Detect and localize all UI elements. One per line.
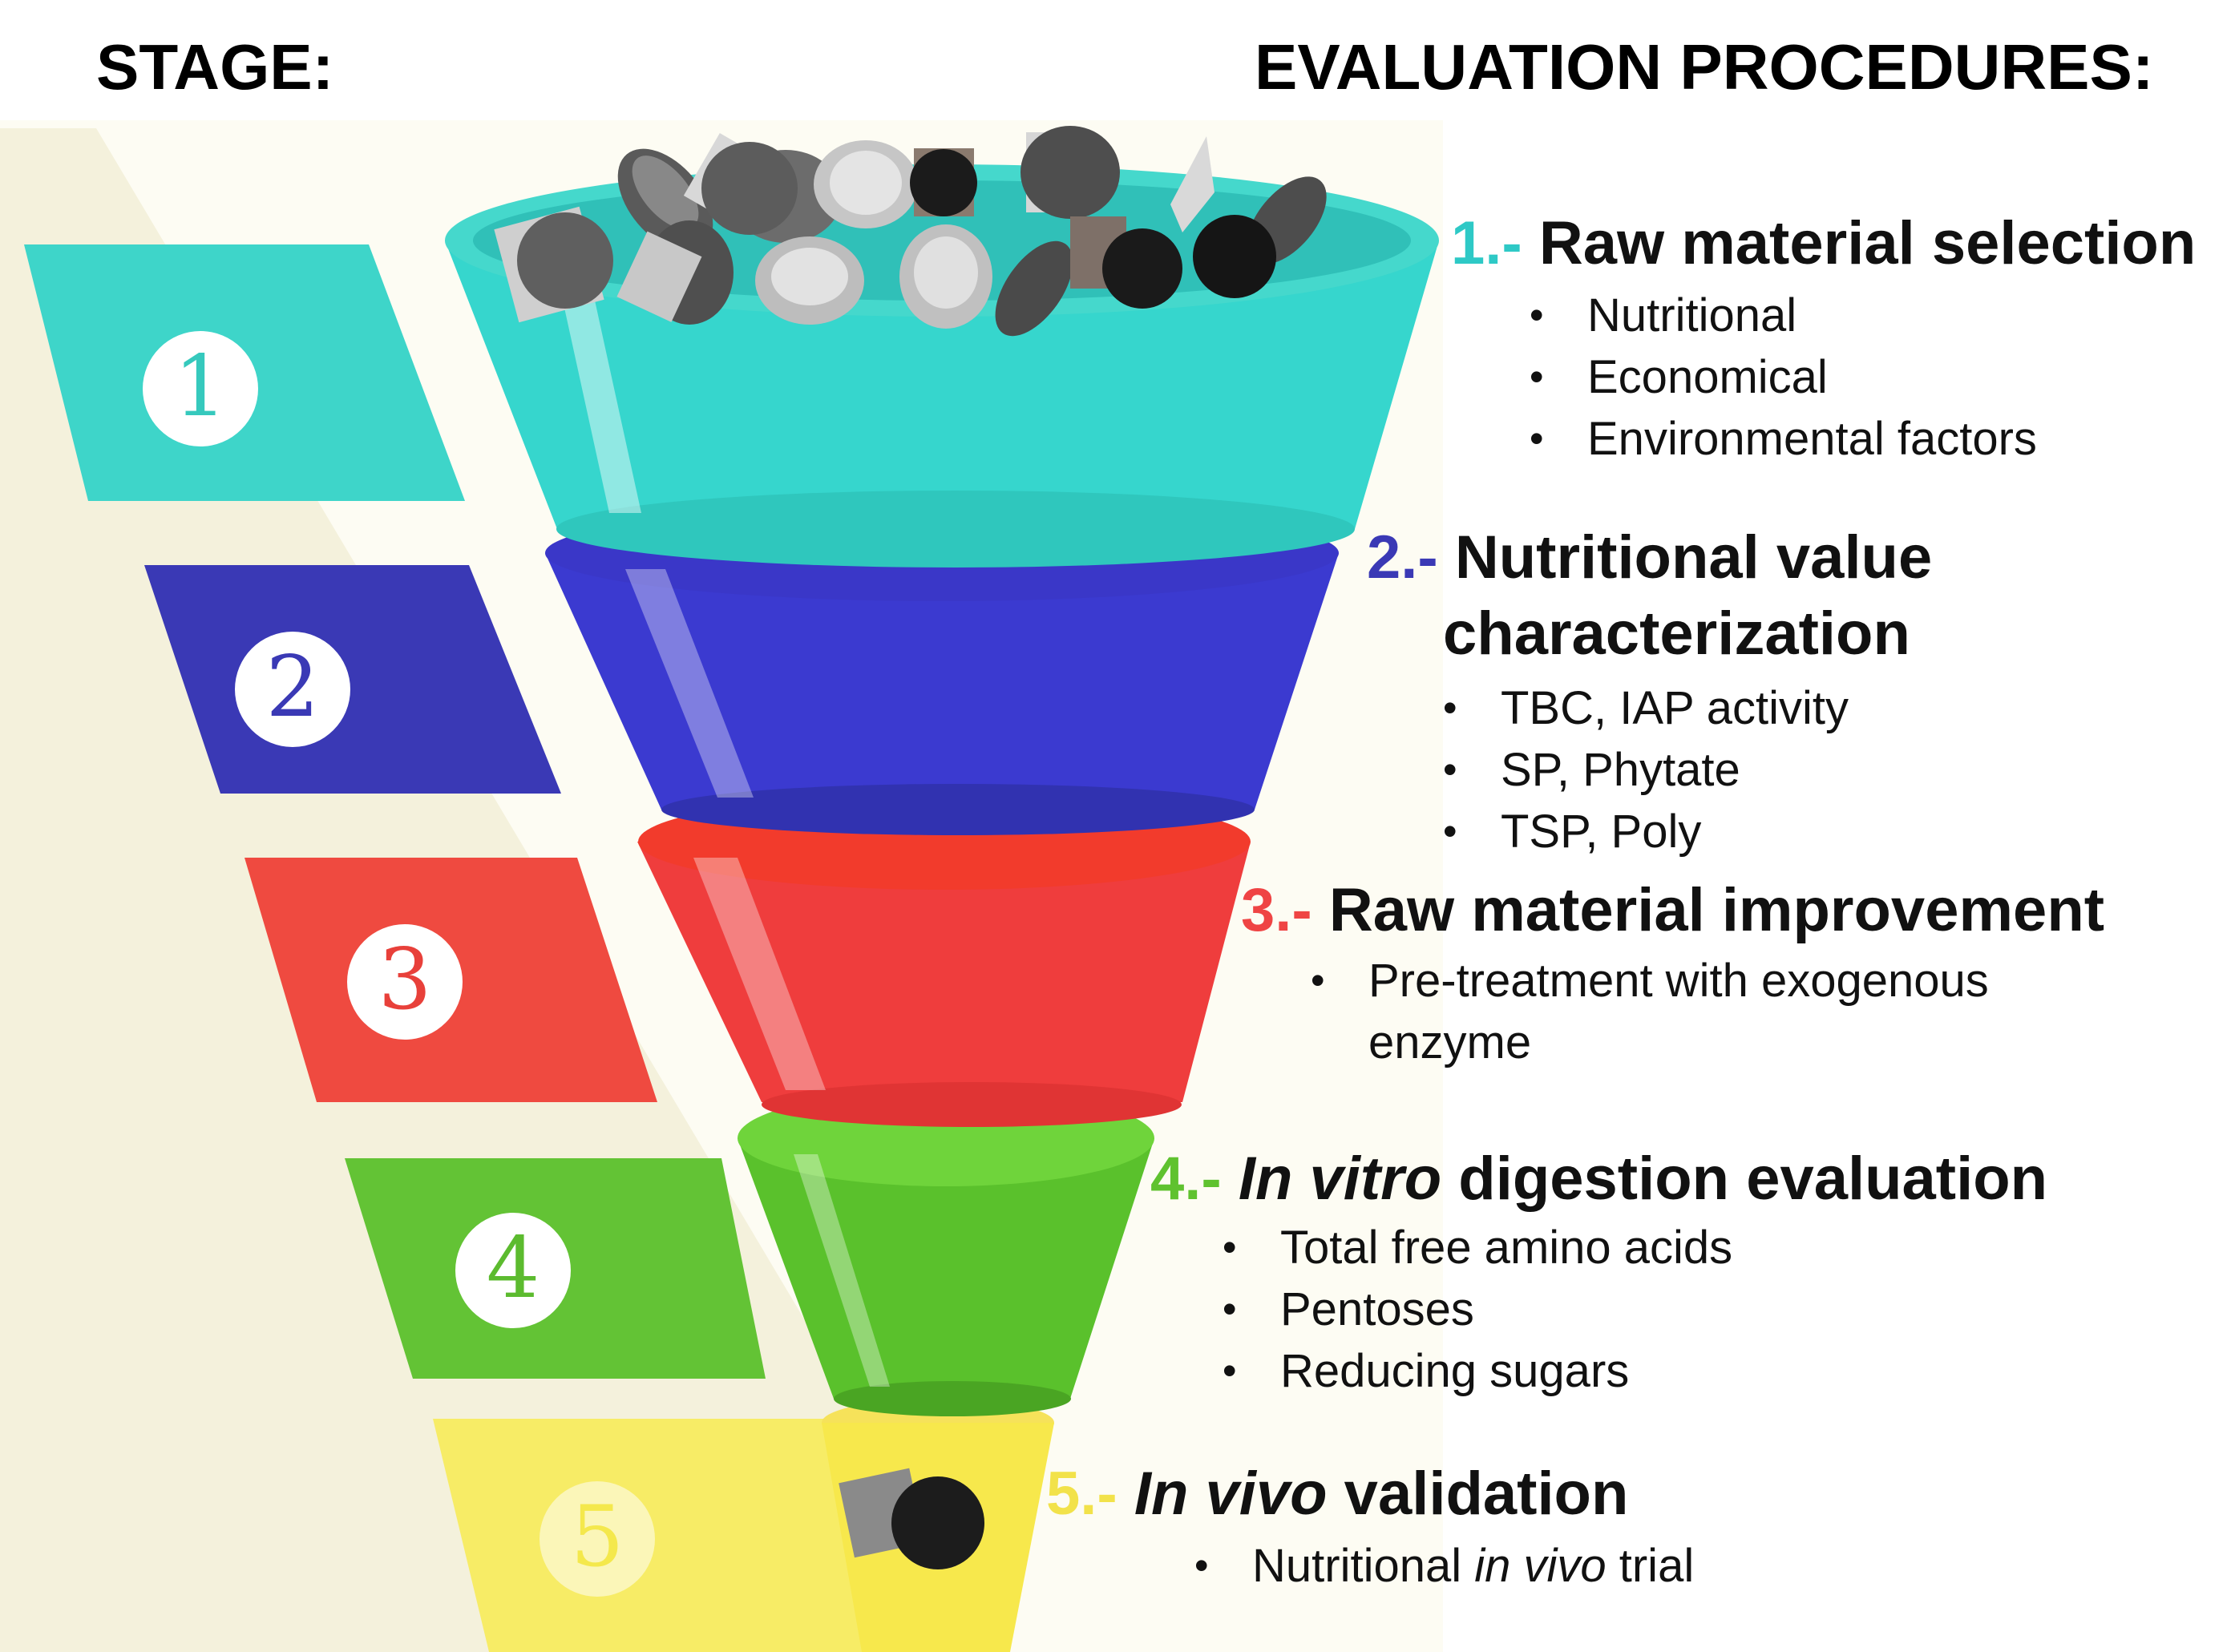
seed-pile-icon <box>494 126 1327 337</box>
stage-5-prefix: 5.- <box>1046 1460 1118 1528</box>
list-item: Pre-treatment with exogenous <box>1311 950 1989 1012</box>
pellet-icon <box>839 1468 984 1569</box>
stage-1-badge: 1 <box>143 331 258 446</box>
list-item: Environmental factors <box>1530 408 2037 470</box>
stage-4-title: 4.- In vitro digestion evaluation <box>1150 1142 2047 1215</box>
stage-1-title: 1.- Raw material selection <box>1451 207 2196 280</box>
stage-1-title-text: Raw material selection <box>1538 209 2197 277</box>
stage-4-prefix: 4.- <box>1150 1145 1222 1213</box>
stage-4-bullets: Total free amino acids Pentoses Reducing… <box>1223 1217 1732 1402</box>
stage-3-title-text: Raw material improvement <box>1328 876 2105 944</box>
stage-3-prefix: 3.- <box>1241 876 1312 944</box>
stage-5-badge: 5 <box>540 1481 655 1597</box>
stage-2-title: 2.- Nutritional value <box>1367 521 1932 594</box>
stage-2-ribbon <box>144 565 561 794</box>
stage-5-bullets: Nutritional in vivo trial <box>1194 1535 1694 1597</box>
bullet-text-after: trial <box>1606 1540 1695 1592</box>
stage-4-title-text: digestion evaluation <box>1441 1145 2048 1213</box>
stage-3-title: 3.- Raw material improvement <box>1241 874 2104 947</box>
list-item: TSP, Poly <box>1443 801 1849 862</box>
stage-header: STAGE: <box>96 31 334 103</box>
stage-1-bullets: Nutritional Economical Environmental fac… <box>1530 285 2037 470</box>
bullet-text-italic: in vivo <box>1474 1540 1607 1592</box>
stage-2-number: 2 <box>266 638 320 736</box>
stage-5-title-text: validation <box>1327 1460 1629 1528</box>
stage-3-badge: 3 <box>347 924 463 1040</box>
list-item: Nutritional <box>1530 285 2037 346</box>
stage-5-title: 5.- In vivo validation <box>1046 1457 1628 1530</box>
stage-5-ribbon <box>433 1419 878 1652</box>
stage-5-number: 5 <box>571 1488 624 1585</box>
list-item: Nutritional in vivo trial <box>1194 1535 1694 1597</box>
stage-5-title-italic: In vivo <box>1134 1460 1328 1528</box>
stage-4-badge: 4 <box>455 1213 571 1328</box>
stage-1-prefix: 1.- <box>1451 209 1522 277</box>
list-item: Pentoses <box>1223 1278 1732 1340</box>
stage-4-number: 4 <box>487 1219 540 1317</box>
procedures-header: EVALUATION PROCEDURES: <box>1255 31 2154 103</box>
stage-2-title-line2: characterization <box>1443 600 1910 668</box>
list-item: Reducing sugars <box>1223 1340 1732 1402</box>
stage-3-bullets: Pre-treatment with exogenous enzyme <box>1311 950 1989 1073</box>
list-item-continuation: enzyme <box>1368 1016 1532 1068</box>
list-item: TBC, IAP activity <box>1443 677 1849 739</box>
stage-2-bullets: TBC, IAP activity SP, Phytate TSP, Poly <box>1443 677 1849 862</box>
stage-1-number: 1 <box>174 337 228 435</box>
stage-3-number: 3 <box>378 931 432 1028</box>
list-item: Total free amino acids <box>1223 1217 1732 1278</box>
list-item: SP, Phytate <box>1443 739 1849 801</box>
stage-2-title-text: Nutritional value <box>1454 523 1933 592</box>
stage-4-title-italic: In vitro <box>1238 1145 1442 1213</box>
stage-2-prefix: 2.- <box>1367 523 1438 592</box>
stage-2-badge: 2 <box>235 632 350 747</box>
list-item: Economical <box>1530 346 2037 408</box>
bullet-text-before: Nutritional <box>1252 1540 1475 1592</box>
